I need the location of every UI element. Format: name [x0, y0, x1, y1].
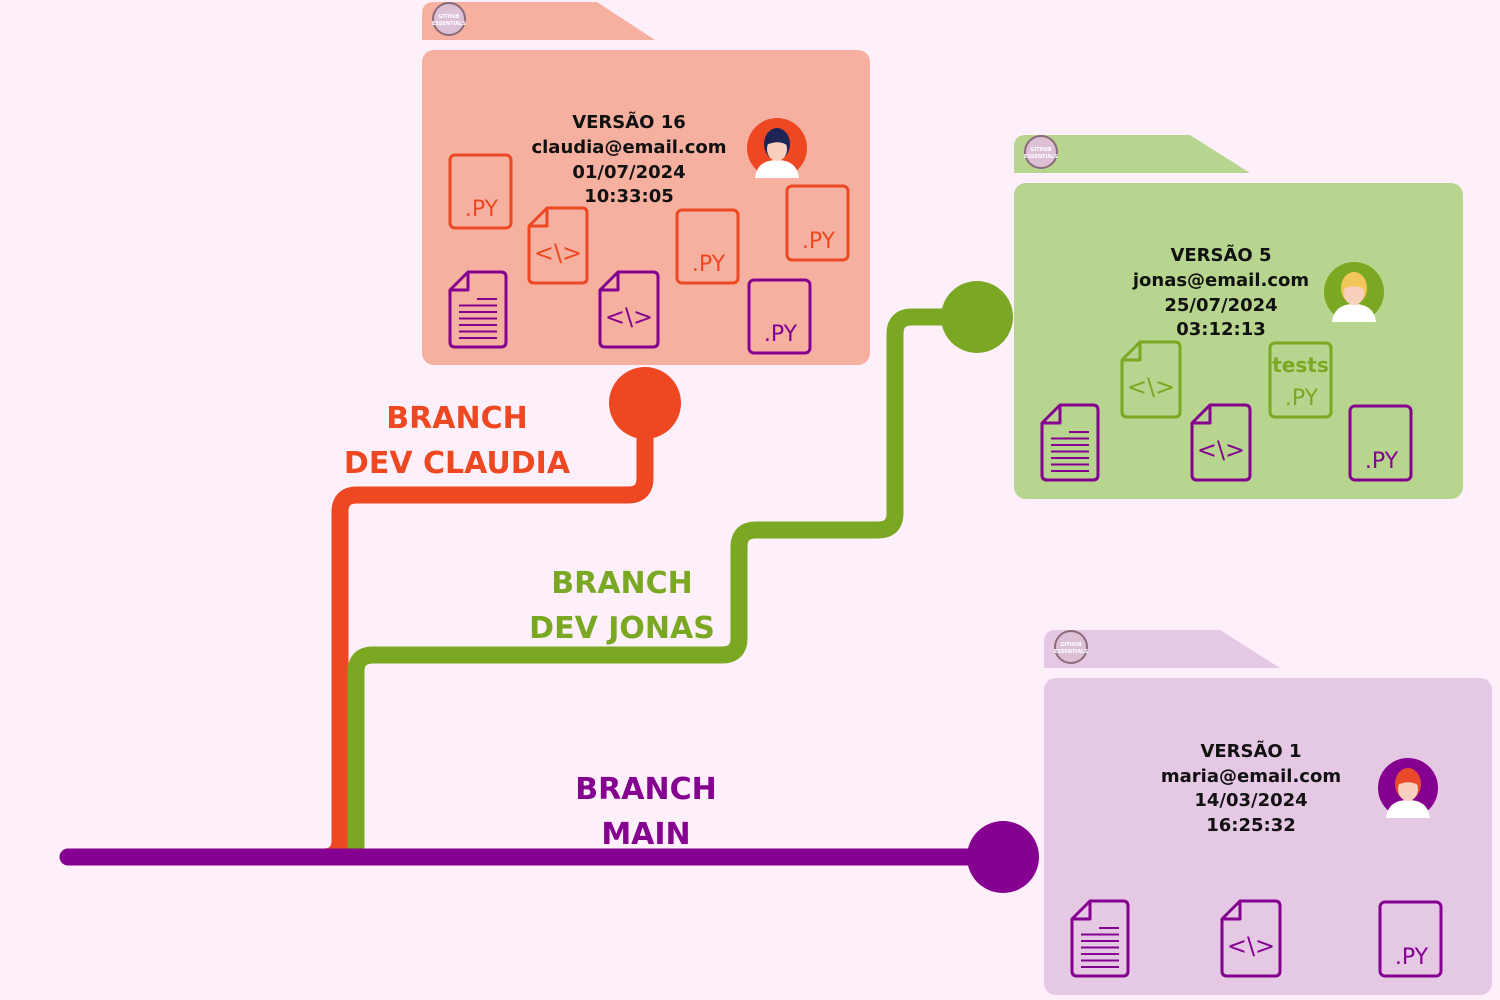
branch-claudia-label: BRANCH DEV CLAUDIA — [344, 401, 571, 481]
folder-tab — [422, 2, 655, 40]
svg-text:GITHUB: GITHUB — [1060, 642, 1082, 648]
avatar-claudia — [747, 118, 807, 178]
commit-node-main[interactable] — [967, 821, 1039, 893]
commit-date: 14/03/2024 — [1194, 790, 1307, 811]
svg-text:ESSENTIALS: ESSENTIALS — [1024, 154, 1058, 160]
py-label: .PY — [465, 197, 499, 222]
commit-date: 01/07/2024 — [572, 162, 685, 183]
commit-version: VERSÃO 1 — [1200, 739, 1301, 762]
svg-text:GITHUB: GITHUB — [1030, 147, 1052, 153]
code-file-icon: <\> — [1190, 403, 1252, 482]
document-icon — [448, 270, 508, 349]
py-label: .PY — [1365, 449, 1399, 474]
py-label: .PY — [802, 229, 836, 254]
branch-label-line1: BRANCH — [575, 772, 716, 807]
py-label: .PY — [764, 322, 798, 347]
folder-tab — [1014, 135, 1250, 173]
py-file-icon: .PY — [675, 208, 740, 285]
code-label: <\> — [534, 239, 582, 267]
code-file-icon: <\> — [1120, 340, 1182, 419]
commit-time: 10:33:05 — [584, 186, 674, 207]
py-file-icon: .PY — [1348, 404, 1413, 482]
avatar-jonas — [1324, 262, 1384, 322]
code-label: <\> — [1127, 373, 1175, 401]
code-label: <\> — [1197, 436, 1245, 464]
branch-label-line2: DEV CLAUDIA — [344, 446, 571, 481]
branch-jonas-label: BRANCH DEV JONAS — [529, 566, 715, 646]
svg-text:GITHUB: GITHUB — [438, 14, 460, 20]
code-label: <\> — [1227, 932, 1275, 960]
commit-time: 03:12:13 — [1176, 319, 1266, 340]
commit-email: claudia@email.com — [531, 137, 726, 158]
commit-email: jonas@email.com — [1132, 270, 1309, 291]
branch-main-label: BRANCH MAIN — [575, 772, 716, 852]
py-file-icon: .PY — [785, 184, 850, 262]
tests-label: tests — [1272, 353, 1329, 377]
py-label: .PY — [692, 252, 726, 277]
document-icon — [1070, 899, 1130, 978]
py-file-icon: .PY — [448, 153, 513, 230]
py-file-icon: .PY — [747, 278, 812, 355]
branch-label-line2: MAIN — [601, 817, 690, 852]
commit-email: maria@email.com — [1161, 766, 1341, 787]
commit-version: VERSÃO 5 — [1170, 243, 1271, 266]
code-file-icon: <\> — [1220, 899, 1282, 978]
tests-py-file-icon: .PY tests — [1268, 341, 1333, 419]
svg-text:ESSENTIALS: ESSENTIALS — [432, 21, 466, 27]
document-icon — [1040, 403, 1100, 482]
folder-tab — [1044, 630, 1280, 668]
branch-label-line1: BRANCH — [551, 566, 692, 601]
branch-label-line2: DEV JONAS — [529, 611, 715, 646]
avatar-maria — [1378, 758, 1438, 818]
py-label: .PY — [1395, 945, 1429, 970]
branch-jonas-line — [347, 308, 977, 857]
py-label: .PY — [1285, 386, 1319, 411]
py-file-icon: .PY — [1378, 900, 1443, 978]
svg-text:ESSENTIALS: ESSENTIALS — [1054, 649, 1088, 655]
commit-date: 25/07/2024 — [1164, 295, 1277, 316]
code-label: <\> — [605, 303, 653, 331]
branch-label-line1: BRANCH — [386, 401, 527, 436]
commit-node-jonas[interactable] — [941, 281, 1013, 353]
code-file-icon: <\> — [527, 206, 589, 285]
commit-version: VERSÃO 16 — [572, 110, 686, 133]
commit-time: 16:25:32 — [1206, 815, 1296, 836]
code-file-icon: <\> — [598, 270, 660, 349]
commit-node-claudia[interactable] — [609, 367, 681, 439]
